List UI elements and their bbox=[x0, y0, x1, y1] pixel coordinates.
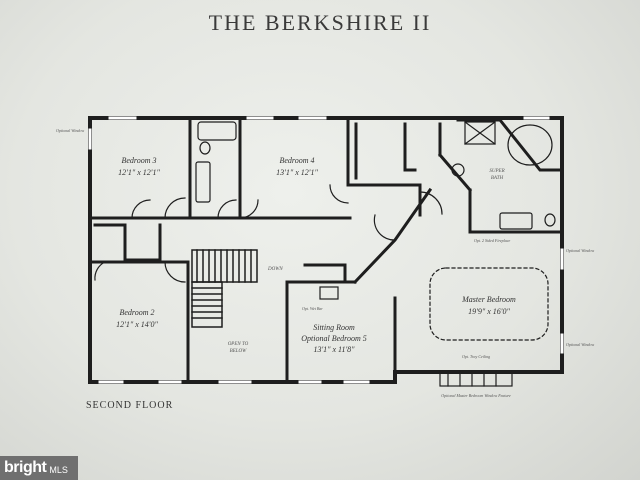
door-swings bbox=[94, 184, 443, 283]
bedroom2-dims: 12'1" x 14'0" bbox=[116, 320, 158, 329]
fireplace-note: Opt. 2 Sided Fireplace bbox=[474, 238, 511, 243]
watermark-brand: bright bbox=[4, 459, 47, 476]
plan-title: THE BERKSHIRE II bbox=[208, 10, 432, 35]
sitting-room-alt-label: Optional Bedroom 5 bbox=[301, 334, 366, 343]
bath-label-2: BATH bbox=[491, 176, 504, 181]
optional-window-note-right-1: Optional Window bbox=[566, 248, 594, 253]
stairs bbox=[191, 249, 258, 328]
bedroom3-dims: 12'1" x 12'1" bbox=[118, 168, 160, 177]
fixtures bbox=[195, 121, 556, 387]
wall-vanity bbox=[437, 152, 473, 193]
master-bedroom-label: Master Bedroom bbox=[461, 295, 516, 304]
floor-label: SECOND FLOOR bbox=[86, 400, 174, 411]
wall-bath-lower bbox=[468, 188, 564, 234]
open-to-below-label-2: BELOW bbox=[230, 349, 248, 354]
watermark-suffix: MLS bbox=[49, 465, 68, 475]
optional-window-note-right-2: Optional Window bbox=[566, 342, 594, 347]
master-bedroom-dims: 19'9" x 16'0" bbox=[468, 307, 510, 316]
bedroom4-label: Bedroom 4 bbox=[279, 156, 314, 165]
brightmls-watermark: bright MLS bbox=[0, 456, 78, 480]
wall-bath-diag bbox=[456, 118, 564, 172]
stairs-down-label: DOWN bbox=[267, 267, 283, 272]
sitting-room-label: Sitting Room bbox=[313, 323, 355, 332]
sitting-room-dims: 13'1" x 11'8" bbox=[313, 345, 355, 354]
window-feature-note: Optional Master Bedroom Window Feature bbox=[441, 393, 511, 398]
wall-wetbar bbox=[303, 263, 347, 284]
tray-ceiling-note: Opt. Tray Ceiling bbox=[462, 354, 490, 359]
bedroom2-label: Bedroom 2 bbox=[119, 308, 154, 317]
bedroom3-label: Bedroom 3 bbox=[121, 156, 156, 165]
bath-label: SUPER bbox=[489, 169, 504, 174]
wet-bar-note: Opt. Wet Bar bbox=[302, 306, 323, 311]
wall-wic bbox=[354, 122, 442, 180]
open-to-below-label: OPEN TO bbox=[228, 342, 249, 347]
optional-window-note: Optional Window bbox=[56, 128, 84, 133]
windows bbox=[88, 116, 564, 384]
wall-closet-mid bbox=[346, 183, 422, 217]
bedroom4-dims: 13'1" x 12'1" bbox=[276, 168, 318, 177]
wall-closet-left bbox=[93, 223, 162, 262]
